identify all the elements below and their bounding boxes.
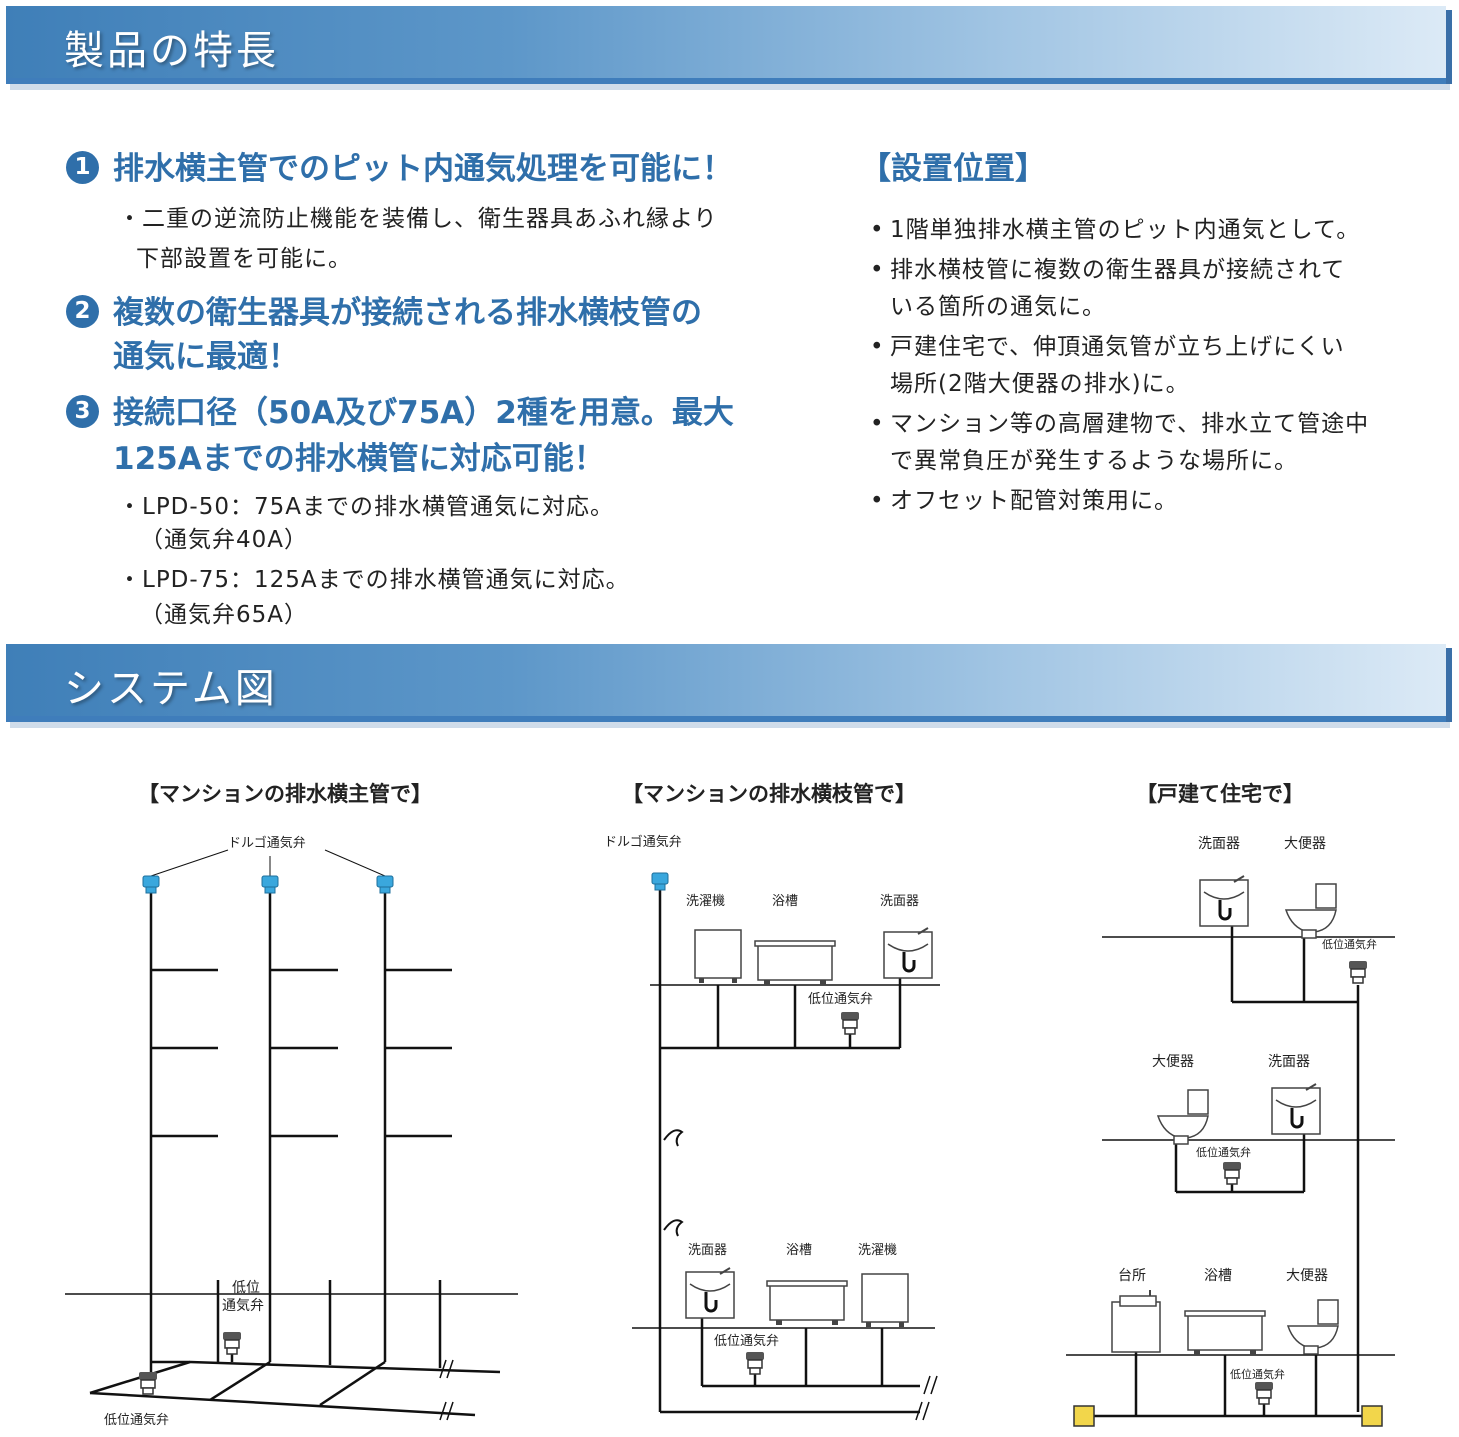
diagram2-basin-label: 洗面器 — [880, 894, 919, 909]
point2-heading-line2: 通気に最適！ — [113, 339, 299, 375]
point3-number: 3 — [66, 395, 99, 428]
location-list: 1階単独排水横主管のピット内通気として。 排水横枝管に複数の衛生器具が接続されて… — [868, 212, 1369, 523]
location-item-line: オフセット配管対策用に。 — [890, 488, 1178, 514]
diagram2-bathtub-label: 浴槽 — [786, 1243, 812, 1258]
wash-basin-icon — [1270, 1082, 1322, 1136]
drugo-valve-icon — [261, 875, 279, 894]
location-heading: 【設置位置】 — [860, 151, 1046, 187]
diagram2-bathtub-label: 浴槽 — [772, 894, 798, 909]
location-item-line: いる箇所の通気に。 — [890, 294, 1106, 320]
diagram1-low-label1: 低位 — [232, 1280, 260, 1296]
toilet-icon — [1285, 883, 1337, 939]
kitchen-sink-icon — [1111, 1290, 1161, 1353]
point1-heading-text: 排水横主管でのピット内通気処理を可能に！ — [113, 151, 733, 187]
diagram3-title: 【戸建て住宅で】 — [1136, 782, 1304, 806]
point3-sub2: （通気弁40A） — [140, 527, 309, 553]
drain-trap-icon — [1073, 1405, 1095, 1427]
point1-sub2: 下部設置を可能に。 — [136, 246, 352, 272]
location-item-line: で異常負圧が発生するような場所に。 — [890, 448, 1298, 474]
diagram1-bottom-label: 低位通気弁 — [104, 1412, 169, 1428]
low-valve-icon — [138, 1371, 158, 1395]
low-valve-icon — [745, 1351, 765, 1375]
diagram1-drugo-label: ドルゴ通気弁 — [228, 835, 306, 851]
low-valve-icon — [1222, 1161, 1242, 1185]
toilet-icon — [1157, 1089, 1209, 1145]
location-item: オフセット配管対策用に。 — [868, 483, 1369, 520]
features-banner: 製品の特長 — [6, 6, 1452, 84]
diagram1-low-label2: 通気弁 — [222, 1298, 264, 1314]
bathtub-icon — [766, 1280, 848, 1326]
bathtub-icon — [754, 940, 836, 986]
diagram3-basin-label: 洗面器 — [1198, 836, 1240, 852]
bathtub-icon — [1184, 1310, 1266, 1356]
point3-sub4: （通気弁65A） — [140, 602, 309, 628]
system-banner: システム図 — [6, 644, 1452, 722]
diagram2 — [632, 890, 940, 1421]
location-item-line: 排水横枝管に複数の衛生器具が接続されて — [890, 257, 1346, 283]
diagram2-low-valve-label: 低位通気弁 — [808, 991, 873, 1007]
diagram3-basin-label: 洗面器 — [1268, 1054, 1310, 1070]
point3-heading: 3 接続口径（50A及び75A）2種を用意。最大 — [66, 390, 734, 436]
drugo-valve-icon — [376, 875, 394, 894]
low-valve-icon — [1254, 1381, 1274, 1405]
point2-number: 2 — [66, 295, 99, 328]
drain-trap-icon — [1361, 1405, 1383, 1427]
diagram3-toilet-label: 大便器 — [1284, 836, 1326, 852]
washing-machine-icon — [694, 929, 742, 984]
diagram1-title: 【マンションの排水横主管で】 — [138, 782, 432, 806]
diagram3-toilet-label: 大便器 — [1286, 1268, 1328, 1284]
diagram2-basin-label: 洗面器 — [688, 1243, 727, 1258]
drugo-valve-icon — [651, 872, 669, 891]
features-title: 製品の特長 — [64, 28, 279, 74]
diagram3-low-valve-label: 低位通気弁 — [1230, 1367, 1285, 1381]
location-item-line: 戸建住宅で、伸頂通気管が立ち上げにくい — [890, 334, 1345, 360]
system-title: システム図 — [64, 666, 278, 712]
diagram2-title: 【マンションの排水横枝管で】 — [622, 782, 916, 806]
point3-sub1: ・LPD-50：75Aまでの排水横管通気に対応。 — [118, 494, 614, 520]
drugo-valve-icon — [142, 875, 160, 894]
diagram3-bathtub-label: 浴槽 — [1204, 1268, 1232, 1284]
diagram3-low-valve-label: 低位通気弁 — [1322, 937, 1377, 951]
diagram2-low-valve-label: 低位通気弁 — [714, 1333, 779, 1349]
point1-number: 1 — [66, 151, 99, 184]
diagram3-low-valve-label: 低位通気弁 — [1196, 1145, 1251, 1159]
diagram2-washer-label: 洗濯機 — [686, 894, 725, 909]
diagram2-washer-label: 洗濯機 — [858, 1243, 897, 1258]
wash-basin-icon — [684, 1266, 736, 1320]
point1-heading: 1 排水横主管でのピット内通気処理を可能に！ — [66, 146, 733, 192]
wash-basin-icon — [1198, 874, 1250, 928]
location-item-line: マンション等の高層建物で、排水立て管途中 — [890, 411, 1370, 437]
toilet-icon — [1287, 1299, 1339, 1355]
point3-sub3: ・LPD-75：125Aまでの排水横管通気に対応。 — [118, 567, 630, 593]
wash-basin-icon — [882, 926, 934, 980]
washing-machine-icon — [861, 1273, 909, 1328]
location-item-line: 1階単独排水横主管のピット内通気として。 — [890, 217, 1361, 243]
location-item-line: 場所(2階大便器の排水)に。 — [890, 371, 1190, 397]
diagram3-kitchen-label: 台所 — [1118, 1268, 1146, 1284]
low-valve-icon — [1348, 960, 1368, 984]
location-item: 1階単独排水横主管のピット内通気として。 — [868, 212, 1369, 249]
point3-heading-line2: 125Aまでの排水横管に対応可能！ — [113, 441, 605, 477]
point2-heading-line1: 複数の衛生器具が接続される排水横枝管の — [113, 295, 702, 331]
point1-sub1: ・二重の逆流防止機能を装備し、衛生器具あふれ縁より — [118, 206, 718, 232]
low-valve-icon — [222, 1331, 242, 1355]
diagram1 — [65, 849, 518, 1421]
point3-heading-line1: 接続口径（50A及び75A）2種を用意。最大 — [113, 395, 734, 431]
diagram3 — [1066, 920, 1395, 1418]
diagram3-toilet-label: 大便器 — [1152, 1054, 1194, 1070]
point2-heading: 2 複数の衛生器具が接続される排水横枝管の — [66, 290, 702, 336]
diagram2-drugo-label: ドルゴ通気弁 — [604, 834, 682, 850]
low-valve-icon — [840, 1011, 860, 1035]
